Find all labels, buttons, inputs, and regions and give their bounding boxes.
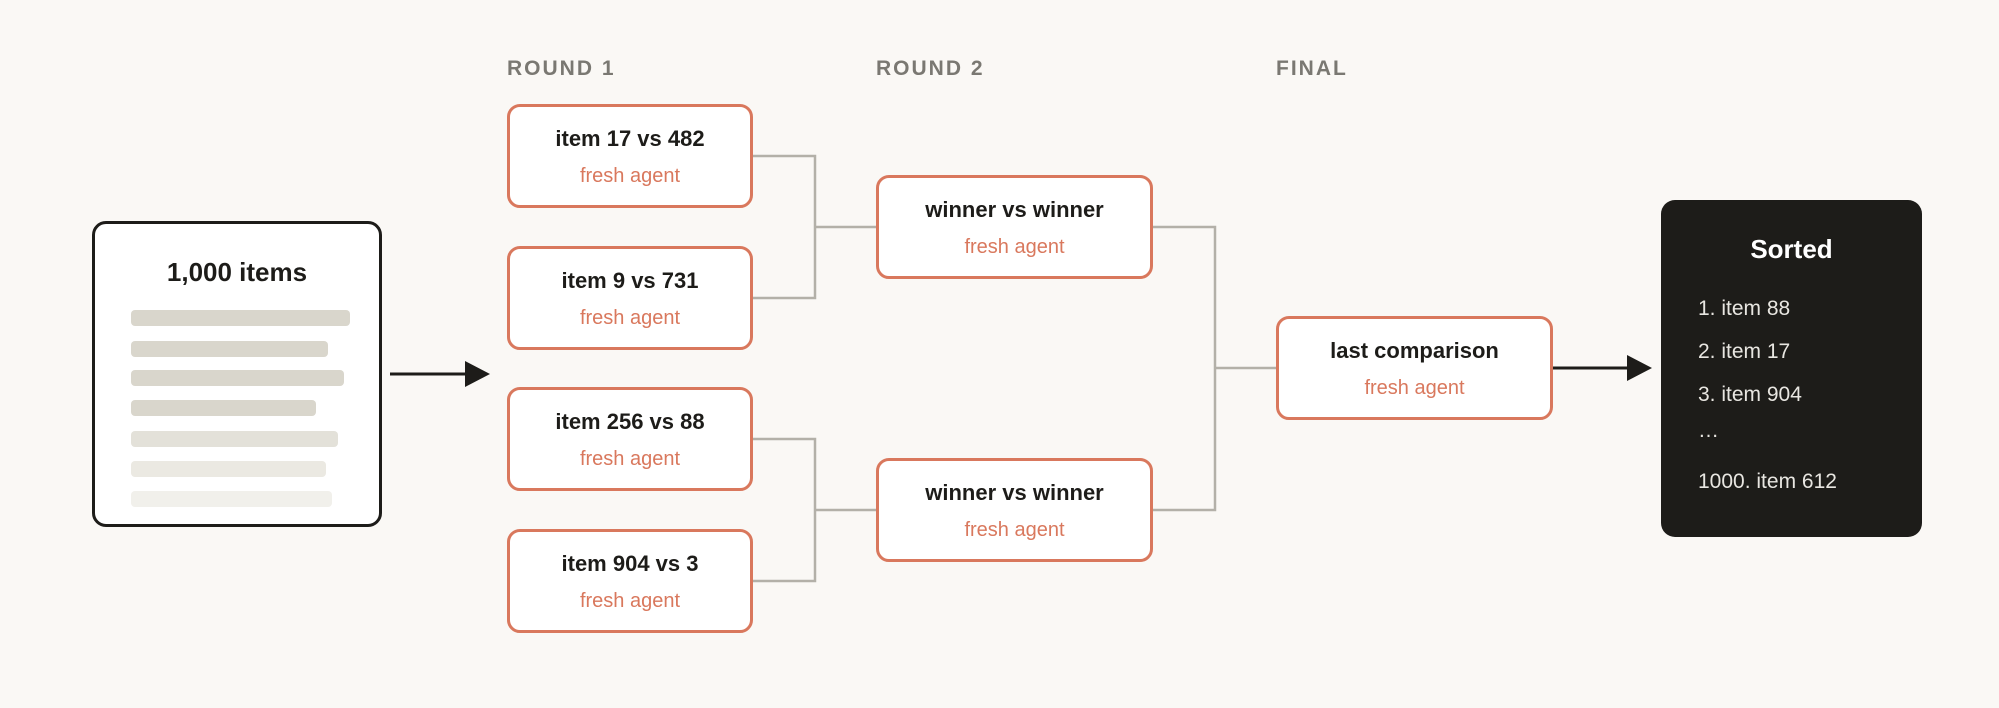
output-list-item: 1. item 88 xyxy=(1698,297,1791,320)
match-title: item 9 vs 731 xyxy=(561,268,699,293)
document-line xyxy=(131,431,338,447)
round2-match-2: winner vs winner fresh agent xyxy=(876,458,1153,562)
match-title: last comparison xyxy=(1330,338,1499,363)
round2-match-1: winner vs winner fresh agent xyxy=(876,175,1153,279)
input-items-card: 1,000 items xyxy=(92,221,382,527)
match-subtitle: fresh agent xyxy=(964,236,1065,258)
output-list-item: 1000. item 612 xyxy=(1698,470,1837,493)
round2-header: ROUND 2 xyxy=(876,57,985,80)
match-subtitle: fresh agent xyxy=(579,165,681,187)
match-subtitle: fresh agent xyxy=(579,307,681,329)
match-subtitle: fresh agent xyxy=(579,590,681,612)
sorted-output-card: Sorted 1. item 88 2. item 17 3. item 904… xyxy=(1661,200,1922,537)
match-subtitle: fresh agent xyxy=(579,448,681,470)
final-match: last comparison fresh agent xyxy=(1276,316,1553,420)
input-arrow-head xyxy=(465,361,490,387)
match-title: item 256 vs 88 xyxy=(555,409,705,434)
document-line xyxy=(131,341,328,357)
match-title: item 17 vs 482 xyxy=(555,126,705,151)
round1-match-4: item 904 vs 3 fresh agent xyxy=(507,529,753,633)
round1-match-3: item 256 vs 88 fresh agent xyxy=(507,387,753,491)
output-arrow-head xyxy=(1627,355,1652,381)
connector-r1-top-pair xyxy=(753,154,876,300)
connector-r2-pair xyxy=(1153,225,1276,512)
output-list-item: 2. item 17 xyxy=(1698,340,1791,363)
match-title: winner vs winner xyxy=(925,197,1104,222)
round1-match-2: item 9 vs 731 fresh agent xyxy=(507,246,753,350)
final-header: FINAL xyxy=(1276,57,1348,80)
input-title: 1,000 items xyxy=(166,257,308,287)
document-line xyxy=(131,370,344,386)
match-subtitle: fresh agent xyxy=(1364,377,1465,399)
document-line xyxy=(131,400,316,416)
document-line xyxy=(131,461,326,477)
match-subtitle: fresh agent xyxy=(964,519,1065,541)
match-title: item 904 vs 3 xyxy=(561,551,699,576)
connector-r1-bottom-pair xyxy=(753,437,876,583)
document-line xyxy=(131,491,332,507)
document-line xyxy=(131,310,350,326)
output-list-item: 3. item 904 xyxy=(1698,383,1802,406)
output-list-ellipsis: … xyxy=(1698,419,1719,442)
round1-header: ROUND 1 xyxy=(507,57,616,80)
match-title: winner vs winner xyxy=(925,480,1104,505)
output-title: Sorted xyxy=(1750,234,1833,264)
round1-match-1: item 17 vs 482 fresh agent xyxy=(507,104,753,208)
